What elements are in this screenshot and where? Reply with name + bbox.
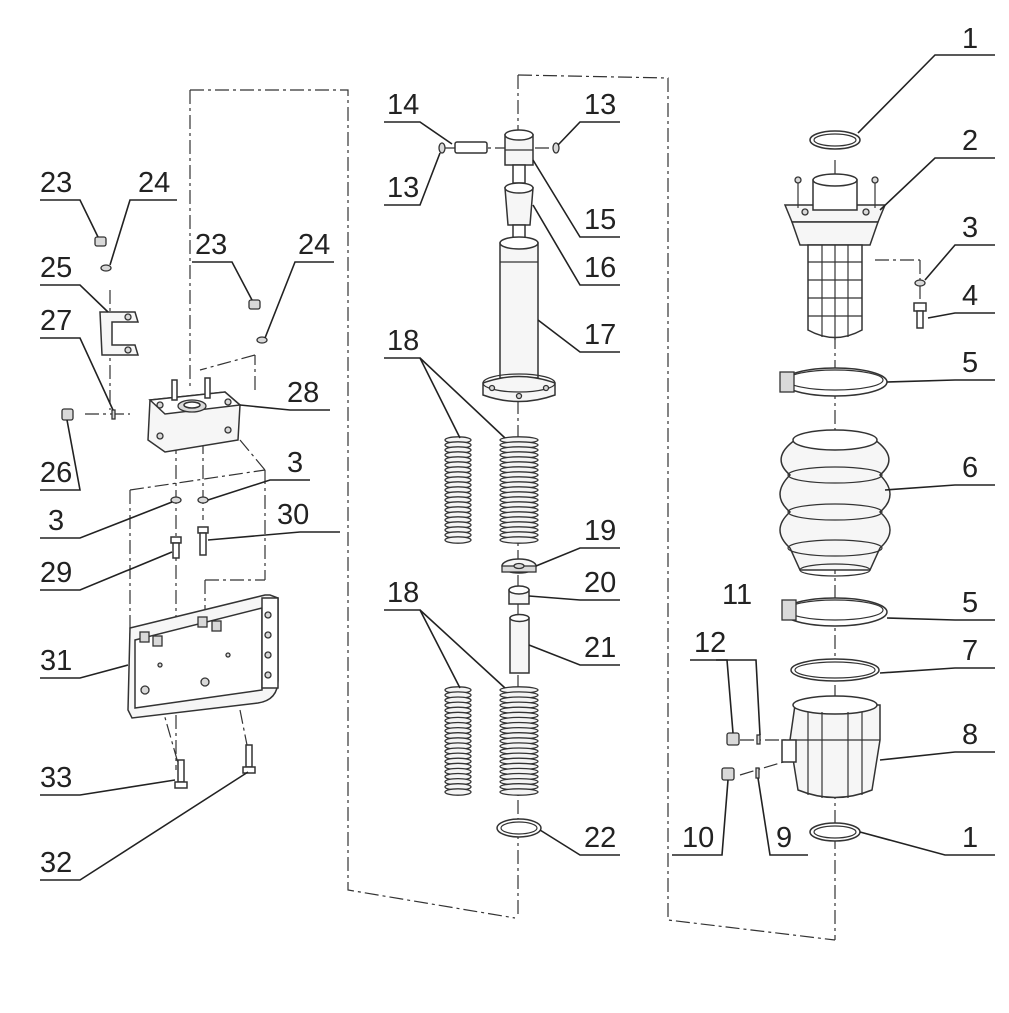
washer-left-b xyxy=(256,336,268,344)
label-24-left: 24 xyxy=(138,167,170,199)
part-number-labels: 1 2 3 4 5 6 5 7 8 1 11 12 10 9 14 13 13 … xyxy=(40,23,978,879)
right-assembly xyxy=(721,130,927,842)
guide-bushing xyxy=(504,182,534,241)
label-12: 12 xyxy=(694,627,726,659)
label-27: 27 xyxy=(40,305,72,337)
label-14: 14 xyxy=(387,89,419,121)
left-assembly xyxy=(61,236,279,789)
bolt-plate-b xyxy=(197,526,209,556)
washer-left-a xyxy=(100,264,112,272)
hex-nut xyxy=(508,585,530,605)
label-5-upper: 5 xyxy=(962,347,978,379)
label-33: 33 xyxy=(40,762,72,794)
label-13-left: 13 xyxy=(387,172,419,204)
label-31: 31 xyxy=(40,645,72,677)
piston-head xyxy=(504,129,534,184)
label-20: 20 xyxy=(584,567,616,599)
label-3-right: 3 xyxy=(962,212,978,244)
label-8: 8 xyxy=(962,719,978,751)
label-18-upper: 18 xyxy=(387,325,419,357)
bolt-base-b xyxy=(242,744,256,774)
plug-lower xyxy=(721,767,735,781)
u-bracket xyxy=(99,311,140,356)
label-24-right: 24 xyxy=(298,229,330,261)
leader-lines xyxy=(40,54,995,881)
circlip-right xyxy=(552,142,560,154)
lock-washer xyxy=(111,409,116,420)
washer-plate-b xyxy=(197,496,209,504)
label-28: 28 xyxy=(287,377,319,409)
label-1-top: 1 xyxy=(962,23,978,55)
label-11: 11 xyxy=(722,579,752,611)
nut-left-a xyxy=(94,236,107,247)
nut-left-b xyxy=(248,299,261,310)
spring-large-lower xyxy=(499,686,539,796)
label-4: 4 xyxy=(962,280,978,312)
bolt-right xyxy=(913,302,927,329)
spring-coil xyxy=(444,788,472,796)
center-assembly xyxy=(438,129,560,838)
gasket-ring xyxy=(790,658,880,682)
hose-clamp-upper xyxy=(779,367,888,397)
bolt-base-a xyxy=(174,759,188,789)
label-6: 6 xyxy=(962,452,978,484)
circlip-left xyxy=(438,142,446,154)
label-7: 7 xyxy=(962,635,978,667)
lower-housing xyxy=(781,695,881,799)
label-3-plate: 3 xyxy=(287,447,303,479)
label-13-right: 13 xyxy=(584,89,616,121)
label-23-right: 23 xyxy=(195,229,227,261)
label-18-lower: 18 xyxy=(387,577,419,609)
label-3-left: 3 xyxy=(48,505,64,537)
spring-small-upper xyxy=(444,436,472,544)
label-15: 15 xyxy=(584,204,616,236)
label-30: 30 xyxy=(277,499,309,531)
label-17: 17 xyxy=(584,319,616,351)
label-26: 26 xyxy=(40,457,72,489)
spring-coil xyxy=(499,536,539,544)
label-16: 16 xyxy=(584,252,616,284)
spring-coil xyxy=(499,788,539,796)
washer-plate-a xyxy=(170,496,182,504)
flange-bolt xyxy=(61,408,74,421)
label-5-lower: 5 xyxy=(962,587,978,619)
washer-right xyxy=(914,279,926,287)
seal-washer-upper xyxy=(756,734,761,745)
seal-washer-lower xyxy=(755,767,760,779)
filter-housing xyxy=(783,173,887,340)
label-21: 21 xyxy=(584,632,616,664)
label-22: 22 xyxy=(584,822,616,854)
rubber-bellows xyxy=(779,429,891,577)
pin xyxy=(454,141,488,154)
base-plate xyxy=(127,594,279,719)
label-2: 2 xyxy=(962,125,978,157)
label-9: 9 xyxy=(776,822,792,854)
mounting-plate xyxy=(147,377,242,453)
hose-clamp-lower xyxy=(781,597,888,627)
spring-large-upper xyxy=(499,436,539,544)
sleeve xyxy=(509,613,530,674)
label-25: 25 xyxy=(40,252,72,284)
cylinder-tube xyxy=(482,236,556,403)
label-19: 19 xyxy=(584,515,616,547)
label-29: 29 xyxy=(40,557,72,589)
label-32: 32 xyxy=(40,847,72,879)
spring-coil xyxy=(444,536,472,544)
spring-small-lower xyxy=(444,686,472,796)
spring-seat xyxy=(501,558,537,574)
label-23-left: 23 xyxy=(40,167,72,199)
bolt-plate-a xyxy=(170,536,182,559)
label-10: 10 xyxy=(682,822,714,854)
plug-upper xyxy=(726,732,740,746)
label-1-bottom: 1 xyxy=(962,822,978,854)
